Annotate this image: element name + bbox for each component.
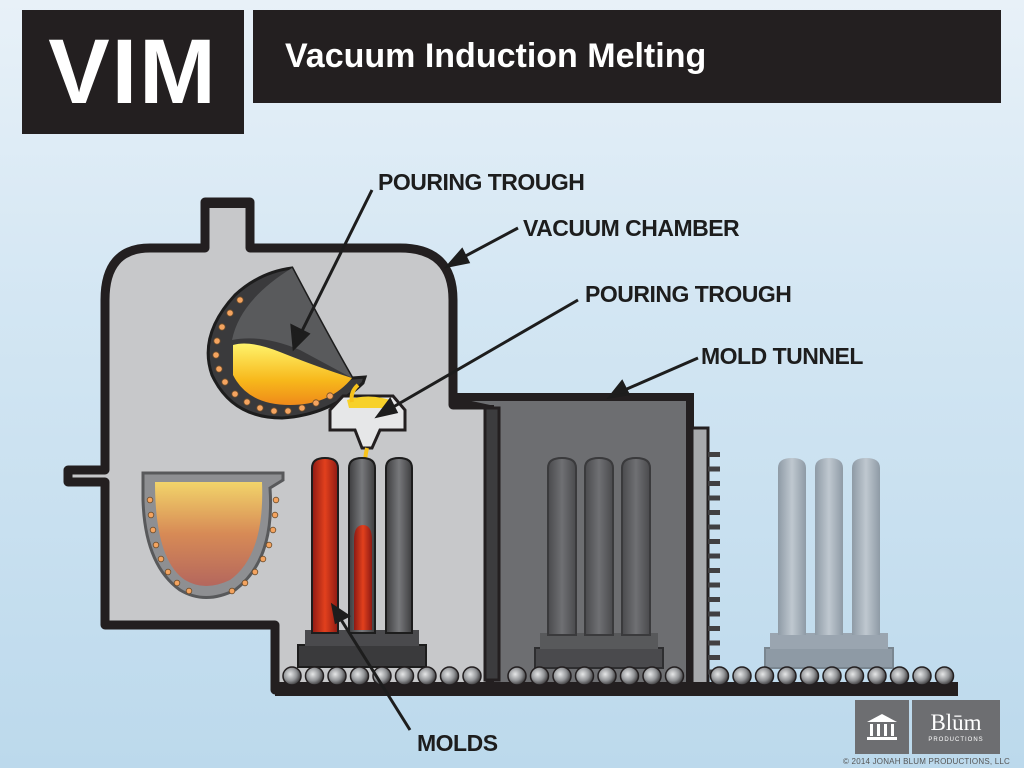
roller <box>664 666 685 686</box>
roller <box>574 666 595 686</box>
vim-badge: VIM <box>22 10 244 134</box>
seal-tooth <box>708 495 720 501</box>
coil-dot <box>164 568 172 576</box>
coil-dot <box>215 365 223 373</box>
coil-dot <box>269 526 277 534</box>
coil-dot <box>152 541 160 549</box>
coil-dot <box>218 323 226 331</box>
seal-tooth <box>708 553 720 559</box>
seal-tooth <box>708 626 720 631</box>
coil-dot <box>265 541 273 549</box>
roller <box>327 666 347 686</box>
seal-tooth <box>708 452 720 457</box>
coil-dot <box>259 555 267 563</box>
roller <box>867 666 887 686</box>
seal-tooth <box>708 582 720 588</box>
roller <box>552 666 572 686</box>
label-pouring-trough-top: POURING TROUGH <box>378 169 584 195</box>
coil-dot <box>251 568 259 576</box>
roller <box>822 666 842 686</box>
induction-coils <box>212 296 334 415</box>
logo-subtitle: PRODUCTIONS <box>928 736 984 743</box>
coil-dot <box>271 511 279 519</box>
seal-tooth <box>708 655 720 660</box>
coil-dot <box>284 407 292 415</box>
label-molds: MOLDS <box>417 730 498 756</box>
roller <box>732 666 752 686</box>
copyright-text: © 2014 JONAH BLUM PRODUCTIONS, LLC <box>843 757 1010 766</box>
roller <box>619 666 640 686</box>
roller <box>844 666 865 686</box>
roller <box>529 666 550 686</box>
coil-dot <box>221 378 229 386</box>
label-mold-tunnel: MOLD TUNNEL <box>701 343 863 369</box>
coil-dot <box>185 587 193 595</box>
coil-dot <box>298 404 306 412</box>
roller <box>394 666 415 686</box>
label-vacuum-chamber: VACUUM CHAMBER <box>523 215 740 241</box>
coil-dot <box>228 587 236 595</box>
roller <box>754 666 775 686</box>
seal-tooth <box>708 510 720 515</box>
title-text: Vacuum Induction Melting <box>285 37 707 75</box>
coil-dot <box>173 579 181 587</box>
cooled-molds <box>764 458 894 669</box>
page-title: Vacuum Induction Melting <box>253 10 1001 103</box>
coil-dot <box>146 496 154 504</box>
seal-tooth <box>708 524 720 530</box>
holding-crucible <box>141 471 285 599</box>
roller <box>912 666 932 686</box>
induction-coils-resting <box>146 496 280 595</box>
logo-name: Blūm <box>930 709 982 735</box>
roller <box>417 666 437 686</box>
seal-tooth <box>708 568 720 573</box>
callout-arrows <box>290 189 699 731</box>
coil-dot <box>213 337 221 345</box>
roller <box>282 666 302 686</box>
chamber-molds <box>297 456 427 668</box>
roller <box>709 666 730 686</box>
label-pouring-trough-middle: POURING TROUGH <box>585 281 791 307</box>
seal-tooth <box>708 597 720 602</box>
seal-tooth <box>708 481 720 486</box>
seal-tooth <box>708 539 720 544</box>
conveyor <box>275 666 958 696</box>
conveyor-rollers <box>282 666 955 686</box>
blum-logo: Blūm PRODUCTIONS <box>855 700 1000 754</box>
roller <box>889 666 910 686</box>
seal-tooth <box>708 640 720 646</box>
coil-dot <box>270 407 278 415</box>
roller <box>934 666 955 686</box>
coil-dot <box>272 496 280 504</box>
seal-tooth <box>708 611 720 617</box>
roller <box>439 666 460 686</box>
coil-dot <box>149 526 157 534</box>
logo-wordmark: Blūm PRODUCTIONS <box>912 700 1000 754</box>
coil-dot <box>241 579 249 587</box>
roller <box>349 666 370 686</box>
coil-dot <box>157 555 165 563</box>
melting-crucible <box>206 266 368 420</box>
tunnel-molds <box>534 456 664 669</box>
roller <box>777 666 797 686</box>
roller <box>304 666 325 686</box>
roller <box>597 666 617 686</box>
roller <box>507 666 527 686</box>
coil-dot <box>326 392 334 400</box>
seal-tooth <box>708 466 720 472</box>
coil-dot <box>147 511 155 519</box>
coil-dot <box>212 351 220 359</box>
roller <box>799 666 820 686</box>
roller <box>642 666 662 686</box>
coil-dot <box>243 398 251 406</box>
roller <box>462 666 482 686</box>
coil-dot <box>312 399 320 407</box>
tunnel-seals <box>708 452 720 675</box>
coil-dot <box>231 390 239 398</box>
coil-dot <box>256 404 264 412</box>
coil-dot <box>226 309 234 317</box>
coil-dot <box>236 296 244 304</box>
building-columns-icon <box>855 700 909 754</box>
